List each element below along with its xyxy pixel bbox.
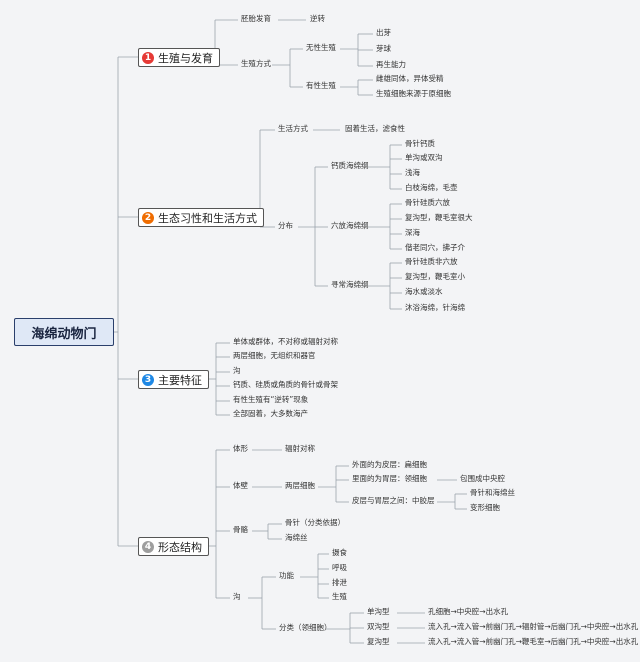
topic-node[interactable]: 偕老同穴，拂子介 — [405, 243, 465, 252]
topic-node[interactable]: 包围成中央腔 — [460, 474, 505, 483]
topic-node[interactable]: 孔细胞→中央腔→出水孔 — [428, 607, 509, 616]
topic-node[interactable]: 六放海绵纲 — [331, 221, 369, 230]
topic-node[interactable]: 骨针（分类依据） — [285, 518, 345, 527]
topic-node[interactable]: 雌雄同体，异体受精 — [376, 74, 444, 83]
topic-node[interactable]: 骨针硅质六放 — [405, 198, 450, 207]
number-badge-icon: 1 — [142, 51, 154, 64]
topic-node[interactable]: 生殖 — [332, 592, 347, 601]
topic-node[interactable]: 逆转 — [310, 14, 325, 23]
branch-reproduction[interactable]: 1 生殖与发育 — [138, 48, 220, 67]
branch-label: 形态结构 — [158, 540, 202, 554]
topic-node[interactable]: 双沟型 — [367, 622, 390, 631]
topic-node[interactable]: 两层细胞 — [285, 481, 315, 490]
topic-node[interactable]: 单沟型 — [367, 607, 390, 616]
topic-node[interactable]: 复沟型，鞭毛室很大 — [405, 213, 473, 222]
root-node[interactable]: 海绵动物门 — [14, 318, 114, 346]
topic-node[interactable]: 钙质海绵纲 — [331, 161, 369, 170]
topic-node[interactable]: 单体或群体，不对称或辐射对称 — [233, 337, 338, 346]
topic-node[interactable]: 沐浴海绵，针海绵 — [405, 303, 465, 312]
topic-node[interactable]: 再生能力 — [376, 60, 406, 69]
branch-features[interactable]: 3 主要特征 — [138, 370, 209, 389]
topic-node[interactable]: 钙质、硅质或角质的骨针或骨架 — [233, 380, 338, 389]
topic-node[interactable]: 海绵丝 — [285, 533, 308, 542]
topic-node[interactable]: 体壁 — [233, 481, 248, 490]
topic-node[interactable]: 分类（领细胞） — [279, 623, 332, 632]
topic-node[interactable]: 单沟或双沟 — [405, 153, 443, 162]
topic-node[interactable]: 有性生殖有“逆转”现象 — [233, 395, 309, 404]
topic-node[interactable]: 芽球 — [376, 44, 391, 53]
topic-node[interactable]: 有性生殖 — [306, 81, 336, 90]
branch-label: 主要特征 — [158, 373, 202, 387]
topic-node[interactable]: 生殖细胞来源于原细胞 — [376, 89, 451, 98]
topic-node[interactable]: 两层细胞，无组织和器官 — [233, 351, 316, 360]
topic-node[interactable]: 浅海 — [405, 168, 420, 177]
topic-node[interactable]: 生殖方式 — [241, 59, 271, 68]
topic-node[interactable]: 生活方式 — [278, 124, 308, 133]
topic-node[interactable]: 骨针和海绵丝 — [470, 488, 515, 497]
topic-node[interactable]: 胚胎发育 — [241, 14, 271, 23]
topic-node[interactable]: 流入孔→流入管→前幽门孔→辐射管→后幽门孔→中央腔→出水孔 — [428, 622, 639, 631]
number-badge-icon: 2 — [142, 211, 154, 224]
topic-node[interactable]: 沟 — [233, 366, 241, 375]
topic-node[interactable]: 流入孔→流入管→前幽门孔→鞭毛室→后幽门孔→中央腔→出水孔 — [428, 637, 639, 646]
topic-node[interactable]: 寻常海绵纲 — [331, 280, 369, 289]
branch-label: 生态习性和生活方式 — [158, 211, 257, 225]
topic-node[interactable]: 骨针硅质非六放 — [405, 257, 458, 266]
topic-node[interactable]: 骨针钙质 — [405, 139, 435, 148]
topic-node[interactable]: 皮层与胃层之间：中胶层 — [352, 496, 435, 505]
topic-node[interactable]: 摄食 — [332, 548, 347, 557]
topic-node[interactable]: 呼吸 — [332, 563, 347, 572]
number-badge-icon: 3 — [142, 373, 154, 386]
topic-node[interactable]: 体形 — [233, 444, 248, 453]
topic-node[interactable]: 复沟型，鞭毛室小 — [405, 272, 465, 281]
number-badge-icon: 4 — [142, 540, 154, 553]
topic-node[interactable]: 分布 — [278, 221, 293, 230]
topic-node[interactable]: 无性生殖 — [306, 43, 336, 52]
branch-ecology[interactable]: 2 生态习性和生活方式 — [138, 208, 264, 227]
topic-node[interactable]: 外面的为皮层：扁细胞 — [352, 460, 427, 469]
branch-morphology[interactable]: 4 形态结构 — [138, 537, 209, 556]
topic-node[interactable]: 固着生活，滤食性 — [345, 124, 405, 133]
topic-node[interactable]: 排泄 — [332, 578, 347, 587]
topic-node[interactable]: 沟 — [233, 592, 241, 601]
topic-node[interactable]: 骨骼 — [233, 525, 248, 534]
topic-node[interactable]: 变形细胞 — [470, 503, 500, 512]
topic-node[interactable]: 深海 — [405, 228, 420, 237]
topic-node[interactable]: 复沟型 — [367, 637, 390, 646]
topic-node[interactable]: 辐射对称 — [285, 444, 315, 453]
topic-node[interactable]: 全部固着，大多数海产 — [233, 409, 308, 418]
topic-node[interactable]: 出芽 — [376, 28, 391, 37]
topic-node[interactable]: 里面的为胃层：领细胞 — [352, 474, 427, 483]
topic-node[interactable]: 海水或淡水 — [405, 287, 443, 296]
topic-node[interactable]: 功能 — [279, 571, 294, 580]
branch-label: 生殖与发育 — [158, 51, 213, 65]
topic-node[interactable]: 白枝海绵，毛壶 — [405, 183, 458, 192]
